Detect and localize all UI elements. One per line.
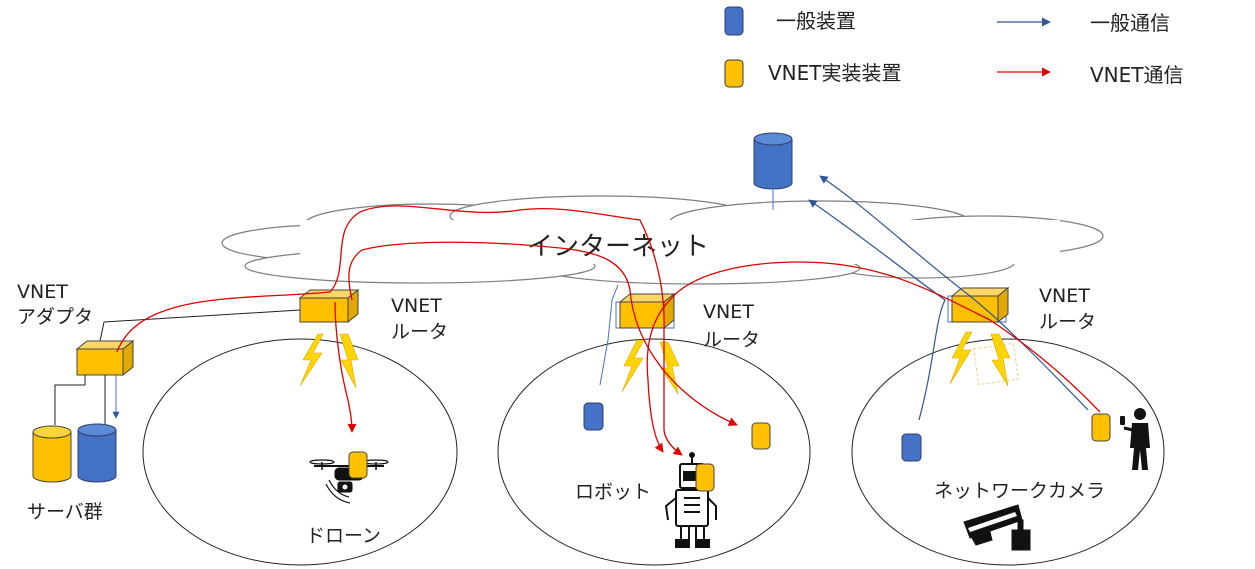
server-yellow-icon [32,425,72,483]
lightning-icon [621,339,645,393]
robot-vnet-device [695,463,715,492]
legend: 一般装置 VNET実装装置 一般通信 VNET通信 [724,6,1184,88]
vnet-comm-line [348,241,738,426]
vnet-router-box [947,286,1010,324]
network-area-drone [142,338,458,566]
legend-general-device-label: 一般装置 [776,9,856,33]
network-area-camera [851,338,1165,566]
vnet-comm-line [646,261,1101,453]
drone-label: ドローン [306,525,381,547]
camera-net-general-device [901,433,922,462]
network-area-robot [497,338,811,566]
lightning-icon [339,333,359,389]
general-comm-line [599,284,619,386]
vnet-router-box [615,292,676,330]
legend-general-comm-label: 一般通信 [1090,11,1170,35]
vnet-comm-line [116,205,683,456]
robot-net-vnet-device [751,422,771,450]
router2-label-line2: ルータ [703,329,760,351]
camera-label: ネットワークカメラ [934,480,1105,502]
selection-outline [973,342,1019,386]
general-comm-line [819,175,1089,411]
router1-label-line1: VNET [391,295,442,317]
servers-label: サーバ群 [27,501,103,523]
lightning-icon [949,331,973,385]
internet-server-icon [753,132,793,210]
server-blue-icon [77,423,117,483]
vnet-adapter-box [75,339,135,377]
router2-label-line1: VNET [703,301,754,323]
legend-vnet-comm-label: VNET通信 [1090,63,1184,87]
security-camera-icon [963,504,1031,551]
vnet-comm-line [334,301,357,433]
vnet-router-box [298,288,360,324]
general-comm-line [808,199,946,421]
adapter-label-line2: アダプタ [17,306,93,328]
robot-label: ロボット [575,481,651,503]
person-icon [1120,408,1150,470]
lightning-icon [299,333,324,387]
legend-general-device-swatch [724,6,744,36]
router1-label-line2: ルータ [391,321,448,343]
cloud-label: インターネット [527,232,709,262]
camera-net-vnet-device [1091,413,1111,442]
adapter-label-line1: VNET [17,281,68,303]
legend-vnet-device-label: VNET実装装置 [768,61,902,85]
cloud-icon [221,195,1104,285]
robot-net-general-device [583,402,604,431]
router3-label-line1: VNET [1039,285,1090,307]
drone-vnet-device [348,451,368,479]
legend-vnet-device-swatch [724,59,744,88]
lightning-icon [990,333,1011,387]
router3-label-line2: ルータ [1039,311,1096,333]
lightning-icon [659,341,680,395]
